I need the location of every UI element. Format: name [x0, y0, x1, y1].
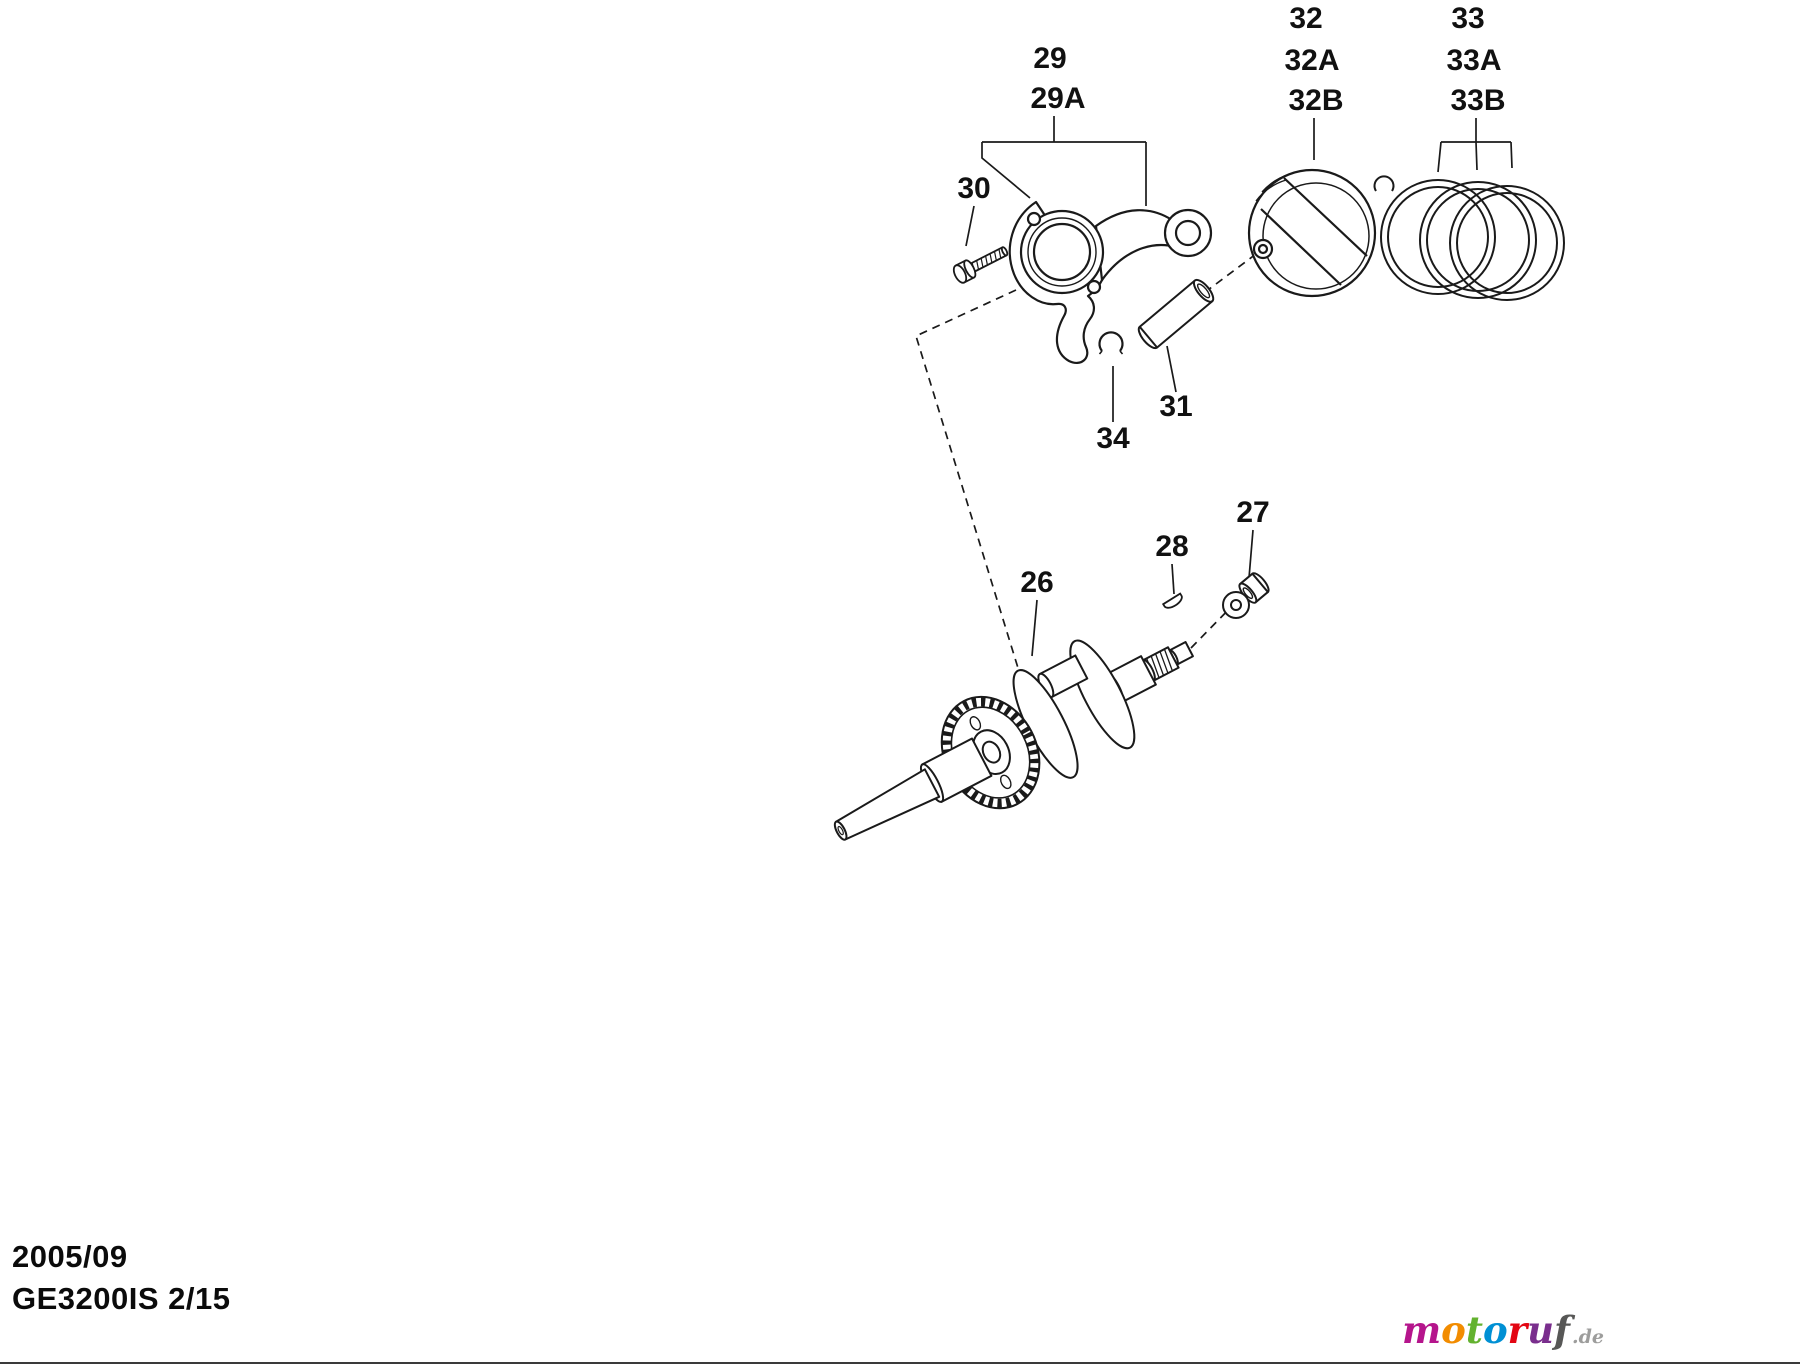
callout-33: 33 — [1451, 2, 1484, 35]
leader-26 — [1031, 599, 1038, 657]
flange-nut — [1222, 572, 1270, 619]
piston-crown — [1247, 168, 1377, 298]
callout-29a: 29A — [1030, 82, 1085, 115]
callout-29: 29 — [1033, 42, 1066, 75]
logo-letter-o2: o — [1482, 1308, 1508, 1352]
callout-32a: 32A — [1284, 44, 1339, 77]
assembly-dashed-lines — [914, 253, 1257, 669]
crankshaft — [833, 639, 1194, 841]
crank-pin — [1037, 654, 1089, 699]
callout-34: 34 — [1096, 422, 1130, 455]
footer-date: 2005/09 — [12, 1239, 128, 1274]
piston-clip — [1373, 175, 1395, 192]
callout-28: 28 — [1155, 530, 1188, 563]
callout-32: 32 — [1289, 2, 1322, 35]
callout-33b: 33B — [1450, 84, 1505, 117]
woodruff-key — [1161, 592, 1183, 609]
page-bottom-rule — [0, 1362, 1800, 1364]
logo-letter-u: u — [1527, 1308, 1555, 1352]
callout-30: 30 — [957, 172, 990, 205]
callout-32b: 32B — [1288, 84, 1343, 117]
leader-33 — [1437, 118, 1513, 173]
connecting-rod-assembly — [1008, 200, 1213, 364]
motoruf-logo[interactable]: motoruf.de — [1402, 1310, 1604, 1357]
logo-letter-t: t — [1465, 1308, 1483, 1352]
crank-taper-shaft — [835, 768, 941, 841]
leader-28 — [1171, 563, 1175, 595]
footer-model: GE3200IS 2/15 — [12, 1281, 231, 1316]
piston-ring-set — [1380, 179, 1565, 301]
piston — [1247, 168, 1377, 298]
callout-31: 31 — [1159, 390, 1192, 423]
logo-suffix: .de — [1571, 1326, 1604, 1348]
logo-letter-f: f — [1554, 1308, 1570, 1352]
pin-circlip — [1098, 331, 1124, 355]
compression-ring-1 — [1380, 179, 1496, 295]
callout-33a: 33A — [1446, 44, 1501, 77]
rod-beam — [1094, 209, 1178, 282]
oil-ring — [1449, 185, 1565, 301]
leader-29 — [981, 116, 1147, 206]
callout-27: 27 — [1236, 496, 1269, 529]
leader-30 — [965, 205, 975, 247]
footer: 2005/09 GE3200IS 2/15 — [12, 1236, 231, 1320]
dash-crank-to-nut — [1190, 601, 1237, 649]
logo-letter-r: r — [1507, 1308, 1528, 1352]
leader-31 — [1166, 345, 1177, 393]
crank-web-right — [1069, 639, 1136, 750]
dash-rod-to-crankpin — [914, 289, 1019, 669]
compression-ring-2 — [1419, 181, 1537, 299]
rod-bolt — [952, 246, 1009, 284]
dash-piston-to-pin — [1207, 253, 1257, 291]
callout-leader-lines — [965, 116, 1513, 657]
crank-shaft-end-face — [833, 820, 848, 841]
logo-letter-o1: o — [1441, 1308, 1466, 1352]
logo-letter-m: m — [1402, 1308, 1442, 1352]
piston-pin — [1137, 278, 1215, 350]
leader-27 — [1248, 529, 1254, 579]
callout-26: 26 — [1020, 566, 1053, 599]
